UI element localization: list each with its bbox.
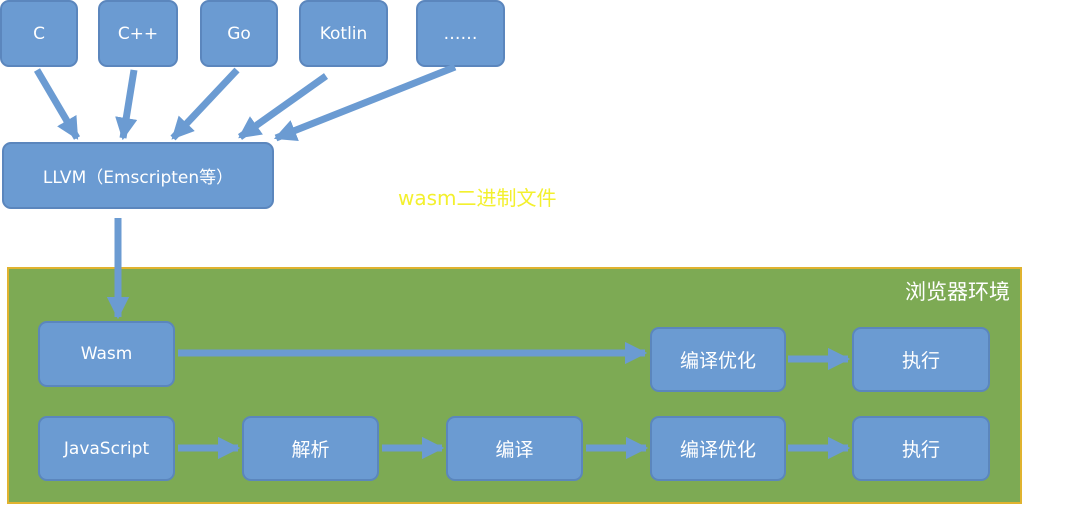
wasm-box: Wasm	[38, 321, 175, 387]
wasm-binary-label: wasm二进制文件	[398, 186, 557, 210]
language-box-more: ……	[416, 0, 505, 67]
arrow-go-to-llvm	[170, 67, 240, 141]
javascript-box: JavaScript	[38, 416, 175, 481]
js-compile-box: 编译	[446, 416, 583, 481]
llvm-compiler-box: LLVM（Emscripten等）	[2, 142, 274, 209]
language-box-cpp: C++	[98, 0, 178, 67]
js-compile-optimize-box: 编译优化	[650, 416, 786, 481]
arrow-c-to-llvm	[33, 68, 81, 140]
browser-environment-title: 浏览器环境	[905, 280, 1010, 304]
arrow-more-to-llvm	[273, 63, 457, 142]
wasm-compile-optimize-box: 编译优化	[650, 327, 786, 392]
language-box-kotlin: Kotlin	[299, 0, 388, 67]
language-box-go: Go	[200, 0, 278, 67]
js-execute-box: 执行	[852, 416, 990, 481]
arrow-kotlin-to-llvm	[237, 73, 329, 140]
language-box-c: C	[0, 0, 78, 67]
wasm-execute-box: 执行	[852, 327, 990, 392]
js-parse-box: 解析	[242, 416, 379, 481]
arrow-cpp-to-llvm	[115, 69, 138, 141]
